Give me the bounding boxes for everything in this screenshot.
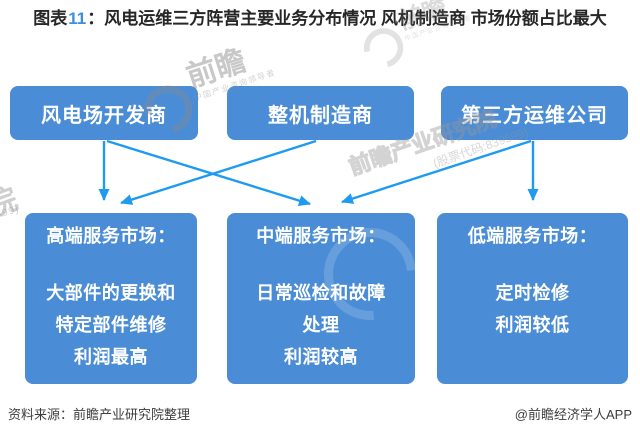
bottom-box-lowend-market: 低端服务市场： 定时检修 利润较低 <box>437 213 628 384</box>
midend-market-line: 处理 <box>302 315 340 335</box>
top-box-turbine-manufacturer-label: 整机制造商 <box>268 104 373 127</box>
top-box-thirdparty-om-company: 第三方运维公司 <box>441 86 628 140</box>
footer-brand: @前瞻经济学人APP <box>514 407 632 422</box>
arrow-manufacturer-to-highend-icon <box>120 139 317 205</box>
lowend-market-line: 利润较低 <box>495 315 570 335</box>
lowend-market-header: 低端服务市场： <box>467 226 598 246</box>
arrow-thirdparty-to-midend-icon <box>341 139 532 204</box>
top-box-thirdparty-om-company-label: 第三方运维公司 <box>461 104 608 127</box>
midend-market-line: 利润较高 <box>284 347 358 367</box>
watermark-logo-text: 前瞻 <box>182 44 250 95</box>
arrow-developer-to-midend-icon <box>106 139 311 206</box>
bottom-box-midend-market: 中端服务市场： 日常巡检和故障 处理 利润较高 <box>227 213 415 384</box>
page-title: 图表11：风电运维三方阵营主要业务分布情况 风机制造商 市场份额占比最大 <box>28 8 612 30</box>
bottom-box-highend-market: 高端服务市场： 大部件的更换和 特定部件维修 利润最高 <box>25 213 197 384</box>
edge-watermark-char: 院 <box>0 182 22 224</box>
midend-market-header: 中端服务市场： <box>256 226 386 246</box>
title-chart-number: 11 <box>68 9 87 28</box>
top-box-turbine-manufacturer: 整机制造商 <box>227 86 414 140</box>
highend-market-line: 特定部件维修 <box>55 315 167 335</box>
title-prefix: 图表 <box>33 9 68 28</box>
lowend-market-line: 定时检修 <box>495 283 570 303</box>
highend-market-line: 大部件的更换和 <box>46 283 176 303</box>
edge-watermark-code: (839599) <box>0 203 21 228</box>
footer-source: 资料来源：前瞻产业研究院整理 <box>8 407 191 422</box>
midend-market-line: 日常巡检和故障 <box>256 283 386 303</box>
top-box-wind-farm-developer: 风电场开发商 <box>10 86 198 140</box>
highend-market-header: 高端服务市场： <box>46 226 176 246</box>
top-box-wind-farm-developer-label: 风电场开发商 <box>41 104 167 127</box>
highend-market-line: 利润最高 <box>74 347 148 367</box>
title-text: ：风电运维三方阵营主要业务分布情况 风机制造商 市场份额占比最大 <box>87 9 607 28</box>
